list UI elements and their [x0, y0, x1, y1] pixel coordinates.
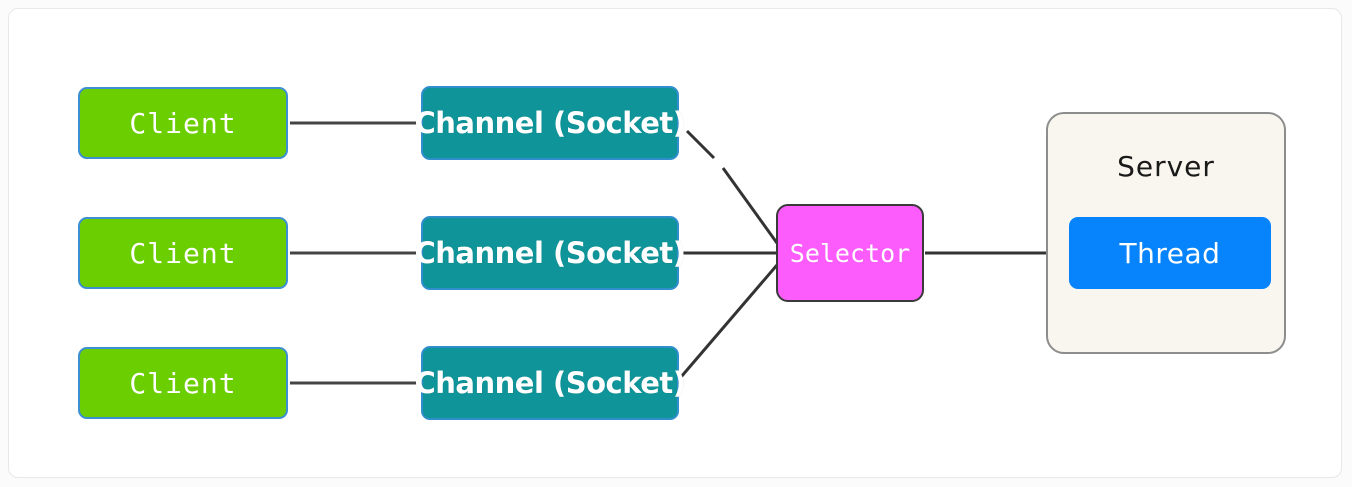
thread-label: Thread	[1119, 236, 1221, 270]
client-label-3: Client	[129, 366, 237, 400]
connector-channel1-selector-a	[685, 129, 716, 160]
client-box-3[interactable]: Client	[78, 347, 288, 419]
selector-label: Selector	[789, 238, 911, 268]
client-box-1[interactable]: Client	[78, 87, 288, 159]
client-label-2: Client	[129, 236, 237, 270]
thread-box[interactable]: Thread	[1069, 217, 1271, 289]
connector-channel3-selector	[679, 257, 785, 378]
channel-label-2: Channel (Socket)	[414, 236, 686, 270]
selector-box[interactable]: Selector	[776, 204, 924, 302]
channel-label-3: Channel (Socket)	[414, 366, 686, 400]
channel-box-2[interactable]: Channel (Socket)	[414, 216, 686, 290]
server-label: Server	[1117, 150, 1215, 183]
channel-box-3[interactable]: Channel (Socket)	[414, 346, 686, 420]
channel-label-1: Channel (Socket)	[414, 106, 686, 140]
channel-box-1[interactable]: Channel (Socket)	[414, 86, 686, 160]
client-box-2[interactable]: Client	[78, 217, 288, 289]
client-label-1: Client	[129, 106, 237, 140]
connector-channel1-selector-b	[721, 167, 784, 251]
